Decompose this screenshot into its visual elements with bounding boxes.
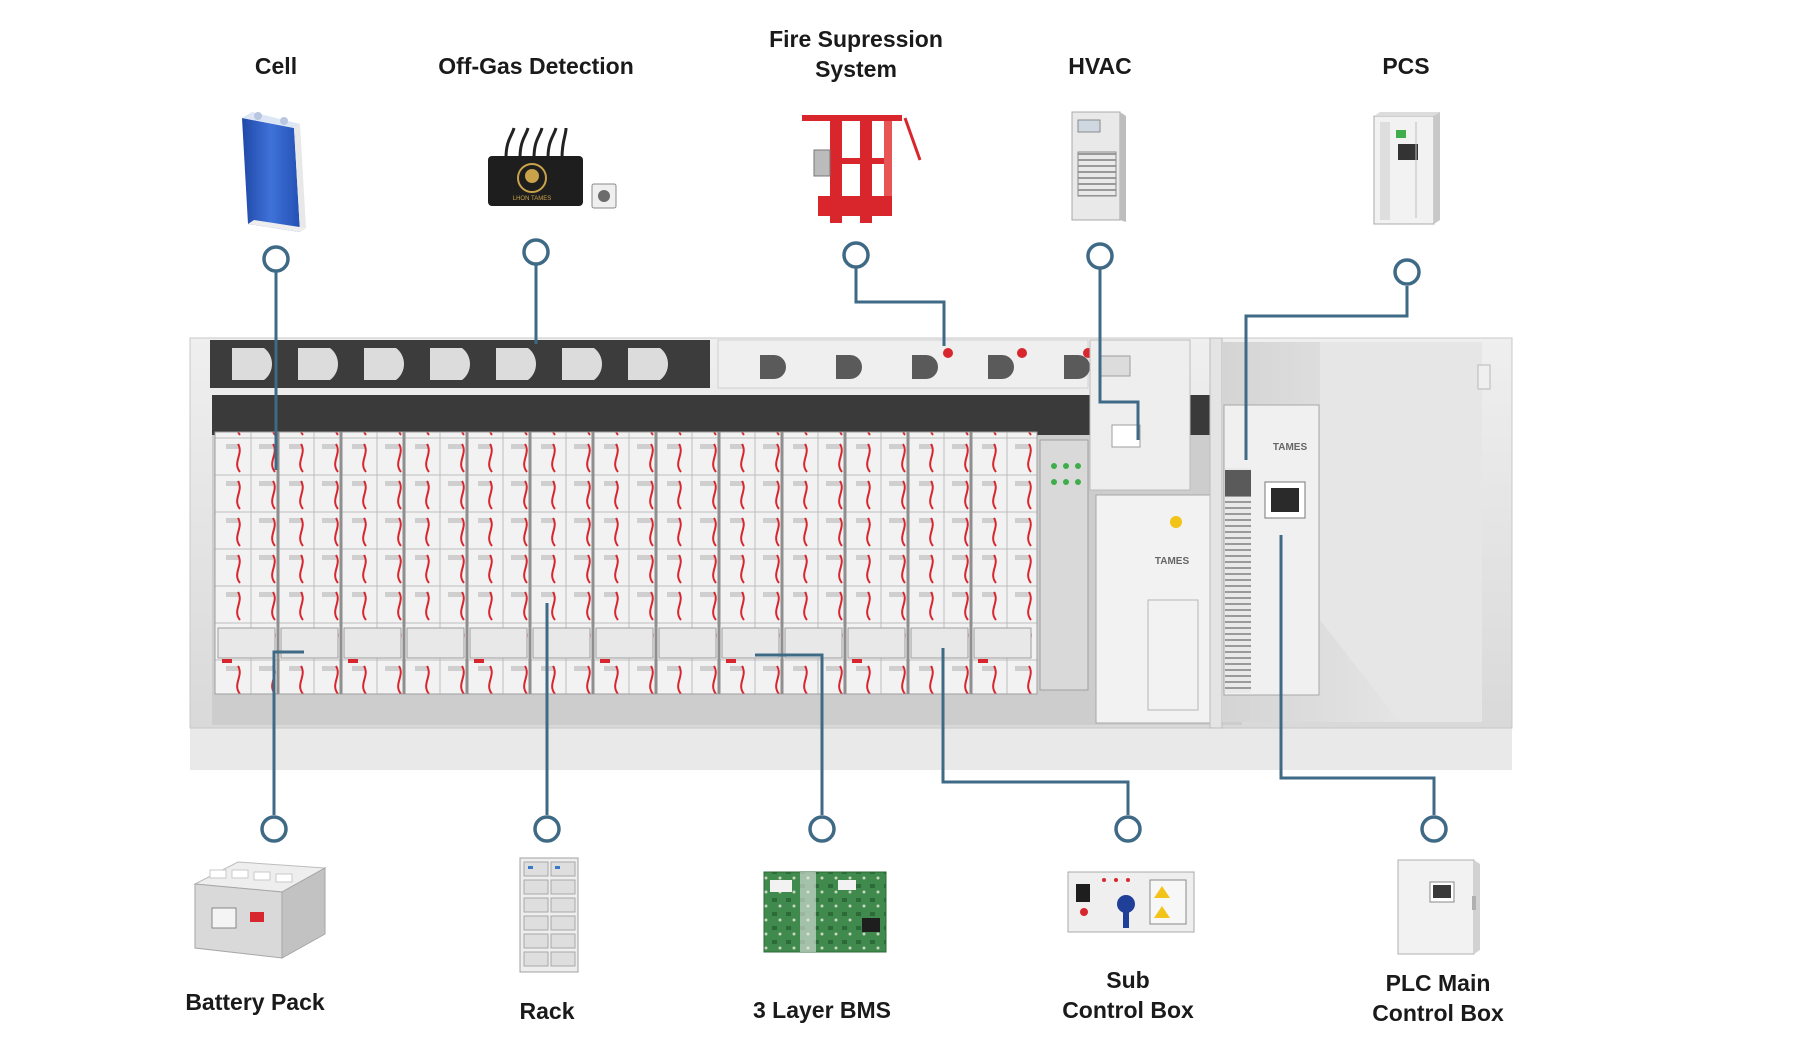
- connector-sub-control: [941, 648, 1130, 815]
- cabinet-logo-2: TAMES: [1273, 442, 1308, 453]
- node-battery-pack: [260, 815, 288, 843]
- connector-bms: [755, 653, 824, 815]
- label-3-layer-bms: 3 Layer BMS: [752, 997, 892, 1023]
- fire-suppression-illustration: [802, 115, 922, 223]
- node-sub-control: [1114, 815, 1142, 843]
- rack-illustration: [519, 857, 579, 973]
- plc-control-box-illustration: [1397, 859, 1480, 955]
- cell-illustration: [242, 112, 306, 232]
- node-cell: [262, 245, 290, 273]
- sub-control-cabinet: [1095, 494, 1212, 724]
- node-bms: [808, 815, 836, 843]
- label-off-gas-detection: Off-Gas Detection: [438, 53, 634, 79]
- bms-board-illustration: [763, 871, 887, 953]
- cabinet-logo-1: TAMES: [1155, 556, 1190, 567]
- connector-hvac: [1098, 268, 1140, 440]
- node-hvac: [1086, 242, 1114, 270]
- sub-control-box-illustration: [1067, 871, 1195, 933]
- container-illustration: TAMES TAMES: [189, 337, 1513, 770]
- connector-fire: [854, 268, 946, 346]
- rack-control-panel: [1039, 439, 1089, 691]
- container-floor: [190, 725, 1512, 770]
- connector-pcs: [1244, 286, 1409, 460]
- battery-room-ceiling: [212, 395, 1242, 435]
- connector-nodes: [260, 238, 1448, 843]
- hvac-illustration: [1071, 111, 1126, 222]
- node-rack: [533, 815, 561, 843]
- connector-battery-pack: [272, 650, 304, 815]
- label-pcs: PCS: [1382, 53, 1430, 79]
- node-pcs: [1393, 258, 1421, 286]
- label-cell: Cell: [254, 53, 298, 79]
- battery-pack-illustration: [193, 861, 327, 959]
- label-rack: Rack: [519, 998, 575, 1024]
- node-plc: [1420, 815, 1448, 843]
- connector-plc: [1279, 535, 1436, 815]
- connector-lines: [272, 265, 1436, 815]
- battery-racks: [214, 431, 1038, 695]
- label-hvac: HVAC: [1068, 53, 1132, 79]
- label-battery-pack: Battery Pack: [185, 989, 325, 1015]
- off-gas-detector-illustration: LHON TAMES: [488, 127, 617, 209]
- pcs-illustration: [1373, 112, 1440, 225]
- node-fire: [842, 241, 870, 269]
- off-gas-logo: LHON TAMES: [513, 196, 551, 202]
- node-off-gas: [522, 238, 550, 266]
